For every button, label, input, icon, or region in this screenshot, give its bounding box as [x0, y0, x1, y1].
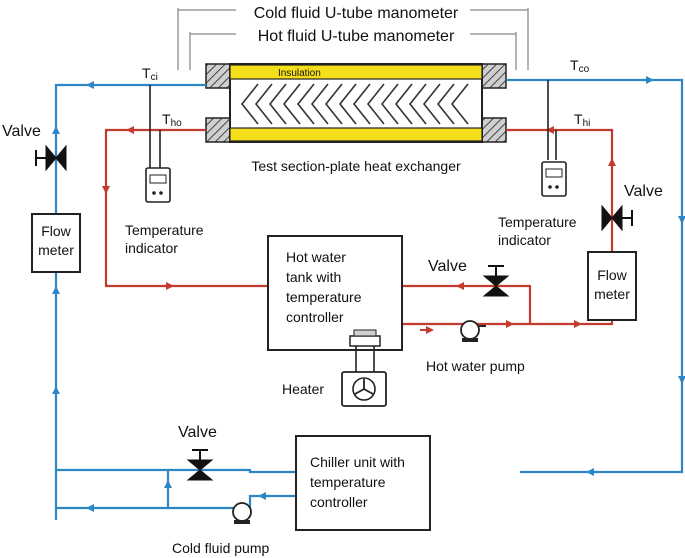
valve-icon: [601, 204, 633, 232]
valve-bottom-label: Valve: [178, 424, 217, 441]
hot-tank-label-2: tank with: [286, 269, 341, 285]
valve-hot-label: Valve: [428, 258, 467, 275]
flow-meter-right-label-1: Flow: [597, 267, 627, 283]
cold-fluid-pump-label: Cold fluid pump: [172, 540, 269, 556]
temp-indicator-left-label-1: Temperature: [125, 222, 204, 238]
t-ci-label: Tci: [142, 65, 158, 83]
temperature-indicator-right: [541, 161, 567, 197]
test-section-label: Test section-plate heat exchanger: [251, 158, 461, 174]
valve-icon: [35, 144, 67, 172]
pump-icon: [232, 502, 252, 524]
cold-fluid-loop: [54, 78, 684, 520]
cold-manometer-bracket: [177, 8, 529, 70]
cold-flow-arrows: [52, 76, 685, 512]
chiller-label-1: Chiller unit with: [310, 454, 405, 470]
hot-tank-label-4: controller: [286, 309, 344, 325]
valve-icon: [482, 265, 510, 297]
chiller-label-3: controller: [310, 494, 368, 510]
hot-flow-arrows: [102, 126, 616, 334]
temp-indicator-right-label-2: indicator: [498, 232, 551, 248]
temp-indicator-left-label-2: indicator: [125, 240, 178, 256]
hot-water-pump-label: Hot water pump: [426, 358, 525, 374]
temp-indicator-right-label-1: Temperature: [498, 214, 577, 230]
hot-tank-label-3: temperature: [286, 289, 362, 305]
temperature-indicator-left: [145, 167, 171, 203]
plate-heat-exchanger: [205, 63, 507, 143]
flow-meter-left-label-1: Flow: [41, 223, 71, 239]
valve-left-label: Valve: [2, 123, 41, 140]
valve-icon: [186, 449, 214, 481]
chiller-unit: [295, 435, 431, 531]
flow-meter-right-label-2: meter: [594, 286, 630, 302]
hot-manometer-bracket: [189, 32, 517, 70]
heater-label: Heater: [282, 381, 324, 397]
hot-tank-label-1: Hot water: [286, 249, 346, 265]
flow-meter-right: [587, 251, 637, 321]
t-hi-label: Thi: [574, 111, 590, 129]
hot-water-tank: [267, 235, 403, 351]
pump-icon: [460, 320, 486, 342]
flow-meter-left: [31, 213, 81, 273]
t-co-label: Tco: [570, 57, 590, 75]
temperature-probes: [149, 80, 557, 168]
insulation-label: Insulation: [278, 68, 321, 79]
chiller-label-2: temperature: [310, 474, 386, 490]
heater: [341, 329, 387, 407]
valve-right-label: Valve: [624, 183, 663, 200]
hot-manometer-label: Hot fluid U-tube manometer: [258, 28, 455, 45]
cold-manometer-label: Cold fluid U-tube manometer: [254, 5, 459, 22]
t-ho-label: Tho: [162, 111, 182, 129]
flow-meter-left-label-2: meter: [38, 242, 74, 258]
